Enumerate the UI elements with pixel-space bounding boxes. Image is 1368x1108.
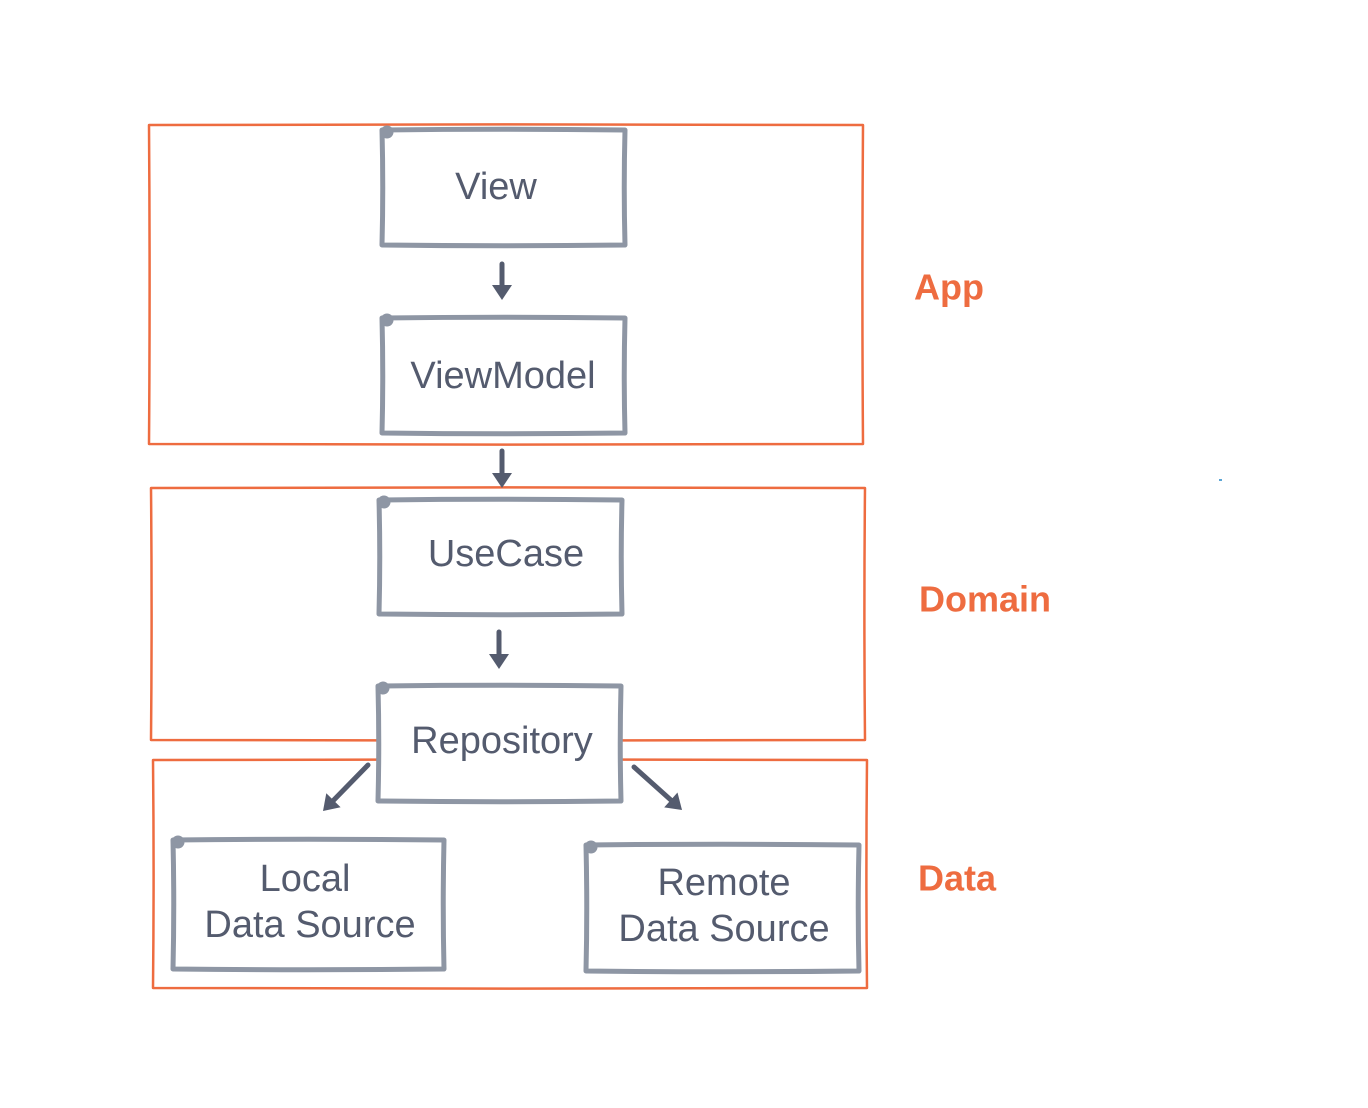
- arrow-usecase-to-repository: [489, 629, 509, 669]
- component-corner-dot-repository: [376, 681, 390, 695]
- arrow-head-icon: [323, 793, 341, 811]
- component-box-viewmodel: [379, 314, 628, 437]
- component-box-repository: [375, 682, 624, 805]
- arrow-head-icon: [489, 654, 509, 669]
- layer-frame-app: [147, 123, 865, 446]
- component-label-repository: Repository: [411, 720, 593, 762]
- component-view: View: [379, 125, 628, 249]
- arrow-head-icon: [492, 285, 512, 300]
- layer-frame-domain: [149, 486, 867, 742]
- component-box-remote-data-source: [583, 841, 862, 975]
- component-corner-dot-view: [380, 125, 394, 139]
- component-viewmodel: ViewModel: [379, 313, 628, 437]
- component-corner-dot-usecase: [377, 495, 391, 509]
- layer-label-app: App: [914, 267, 984, 308]
- component-label-usecase: UseCase: [428, 533, 584, 575]
- component-box-usecase: [376, 496, 625, 618]
- layer-label-domain: Domain: [919, 579, 1051, 620]
- component-label-remote-data-source-line-2: Data Source: [618, 908, 829, 950]
- arrow-repository-to-local-data-source: [323, 762, 371, 811]
- arrow-view-to-viewmodel: [492, 261, 512, 300]
- component-label-view: View: [455, 166, 537, 208]
- arrow-head-icon: [492, 473, 512, 488]
- component-corner-dot-local-data-source: [171, 835, 185, 849]
- arrow-shaft: [631, 764, 675, 804]
- component-corner-dot-remote-data-source: [584, 840, 598, 854]
- component-corner-dot-viewmodel: [380, 313, 394, 327]
- arrow-shaft: [329, 762, 371, 805]
- component-box-view: [379, 126, 628, 249]
- component-label-viewmodel: ViewModel: [410, 355, 595, 397]
- arrow-head-icon: [664, 792, 682, 810]
- component-usecase: UseCase: [376, 495, 625, 618]
- component-repository: Repository: [375, 681, 624, 805]
- component-label-remote-data-source-line-1: Remote: [657, 862, 790, 904]
- component-label-local-data-source-line-1: Local: [260, 858, 351, 900]
- layer-label-data: Data: [918, 858, 997, 899]
- component-box-local-data-source: [170, 836, 447, 973]
- arrow-repository-to-remote-data-source: [631, 764, 682, 810]
- arrow-viewmodel-to-usecase: [492, 448, 512, 488]
- stray-mark: [1219, 479, 1222, 481]
- component-label-local-data-source-line-2: Data Source: [204, 904, 415, 946]
